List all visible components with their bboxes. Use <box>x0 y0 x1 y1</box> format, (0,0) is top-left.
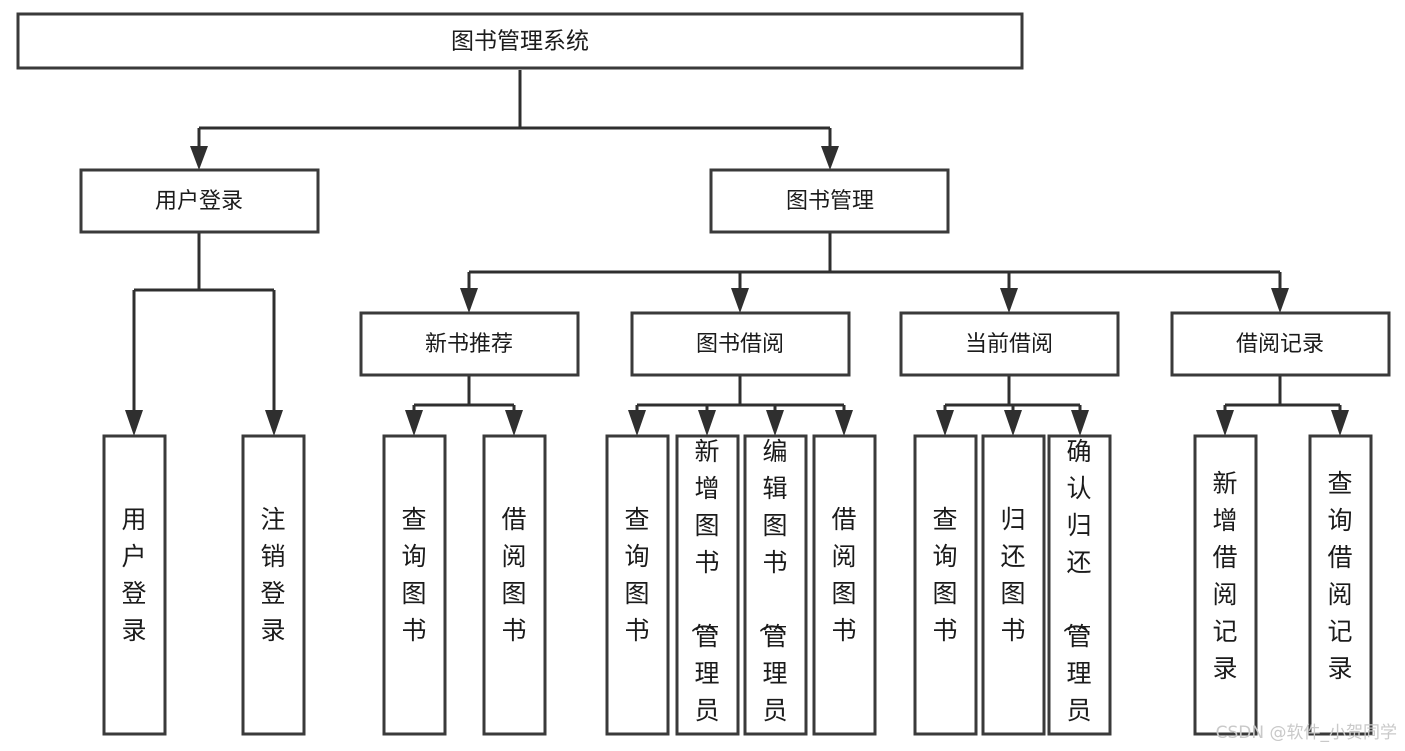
node-root-label: 图书管理系统 <box>451 29 589 55</box>
leaf-logout-label: 注销登录 <box>260 505 285 645</box>
node-current-borrow-box[interactable] <box>899 311 1120 377</box>
leaf-bb-add-book-label: 新增图书（管理员） <box>688 437 719 747</box>
node-user-login-label: 用户登录 <box>155 189 243 214</box>
edge-currentborrow-bus <box>943 375 1082 414</box>
leaf-nb-borrow-book-box[interactable] <box>482 434 547 736</box>
node-borrow-record-label: 借阅记录 <box>1236 332 1324 357</box>
arrow-to-book-borrow <box>731 288 749 313</box>
arrow-to-leaf-bb-edit <box>766 410 784 436</box>
leaf-cb-query-book[interactable]: 查询图书 <box>913 434 978 736</box>
node-book-manage-box[interactable] <box>709 168 950 234</box>
leaf-cb-return-book-label: 归还图书 <box>1000 505 1025 645</box>
node-current-borrow-label: 当前借阅 <box>965 332 1053 357</box>
arrow-to-book-manage <box>821 146 839 170</box>
leaf-br-add-record-label: 新增借阅记录 <box>1212 469 1237 683</box>
leaf-cb-confirm-return-label: 确认归还（管理员） <box>1060 437 1091 747</box>
edge-root-bus <box>197 70 832 152</box>
leaf-bb-edit-book[interactable]: 编辑图书（管理员） <box>743 434 808 747</box>
arrow-to-leaf-cb-confirm <box>1071 410 1089 436</box>
leaf-cb-confirm-return[interactable]: 确认归还（管理员） <box>1047 434 1112 747</box>
leaf-bb-edit-book-box[interactable] <box>743 434 808 736</box>
node-root-box[interactable] <box>16 12 1024 70</box>
node-new-book-recommend-label: 新书推荐 <box>425 332 513 357</box>
leaf-cb-confirm-return-box[interactable] <box>1047 434 1112 736</box>
leaf-br-query-record[interactable]: 查询借阅记录 <box>1308 434 1373 736</box>
arrow-to-leaf-cb-query <box>936 410 954 436</box>
arrow-to-new-book-recommend <box>460 288 478 313</box>
edge-newbook-bus <box>412 375 516 414</box>
arrow-to-leaf-user-login <box>125 410 143 436</box>
leaf-cb-return-book-box[interactable] <box>981 434 1046 736</box>
leaf-user-login-box[interactable] <box>102 434 167 736</box>
node-book-manage[interactable]: 图书管理 <box>709 168 950 234</box>
node-current-borrow[interactable]: 当前借阅 <box>899 311 1120 377</box>
leaf-cb-query-book-label: 查询图书 <box>932 505 957 645</box>
node-book-manage-label: 图书管理 <box>786 189 874 214</box>
arrow-to-leaf-br-query <box>1331 410 1349 436</box>
arrow-to-leaf-logout <box>265 410 283 436</box>
node-book-borrow-box[interactable] <box>630 311 851 377</box>
leaf-bb-query-book[interactable]: 查询图书 <box>605 434 670 736</box>
leaf-nb-query-book-box[interactable] <box>382 434 447 736</box>
leaf-logout-box[interactable] <box>241 434 306 736</box>
arrow-to-user-login <box>190 146 208 170</box>
arrow-to-leaf-cb-return <box>1004 410 1022 436</box>
edge-userlogin-bus <box>132 232 276 414</box>
node-user-login-box[interactable] <box>79 168 320 234</box>
node-user-login[interactable]: 用户登录 <box>79 168 320 234</box>
node-new-book-recommend[interactable]: 新书推荐 <box>359 311 580 377</box>
leaf-bb-borrow-book-label: 借阅图书 <box>831 505 856 645</box>
leaf-bb-borrow-book[interactable]: 借阅图书 <box>812 434 877 736</box>
arrow-to-leaf-nb-query <box>405 410 423 436</box>
leaf-nb-query-book-label: 查询图书 <box>401 505 426 645</box>
leaf-br-query-record-box[interactable] <box>1308 434 1373 736</box>
leaf-br-add-record-box[interactable] <box>1193 434 1258 736</box>
arrow-to-leaf-bb-add <box>698 410 716 436</box>
leaf-bb-add-book[interactable]: 新增图书（管理员） <box>675 434 740 747</box>
edge-bookmanage-bus <box>467 232 1282 290</box>
arrow-to-current-borrow <box>1000 288 1018 313</box>
leaf-nb-query-book[interactable]: 查询图书 <box>382 434 447 736</box>
node-borrow-record[interactable]: 借阅记录 <box>1170 311 1391 377</box>
leaf-br-query-record-label: 查询借阅记录 <box>1327 469 1352 683</box>
edge-borrowrecord-bus <box>1223 375 1342 414</box>
leaf-user-login[interactable]: 用户登录 <box>102 434 167 736</box>
arrow-to-borrow-record <box>1271 288 1289 313</box>
leaf-bb-query-book-box[interactable] <box>605 434 670 736</box>
leaf-bb-borrow-book-box[interactable] <box>812 434 877 736</box>
leaf-cb-return-book[interactable]: 归还图书 <box>981 434 1046 736</box>
edge-layer <box>125 70 1349 436</box>
leaf-nb-borrow-book-label: 借阅图书 <box>501 505 526 645</box>
leaf-nb-borrow-book[interactable]: 借阅图书 <box>482 434 547 736</box>
leaf-br-add-record[interactable]: 新增借阅记录 <box>1193 434 1258 736</box>
arrow-to-leaf-bb-query <box>628 410 646 436</box>
node-borrow-record-box[interactable] <box>1170 311 1391 377</box>
arrow-to-leaf-br-add <box>1216 410 1234 436</box>
edge-bookborrow-bus <box>635 375 846 414</box>
leaf-user-login-label: 用户登录 <box>121 505 146 645</box>
node-new-book-recommend-box[interactable] <box>359 311 580 377</box>
leaf-cb-query-book-box[interactable] <box>913 434 978 736</box>
leaf-bb-query-book-label: 查询图书 <box>624 505 649 645</box>
leaf-logout[interactable]: 注销登录 <box>241 434 306 736</box>
node-root[interactable]: 图书管理系统 <box>16 12 1024 70</box>
node-book-borrow[interactable]: 图书借阅 <box>630 311 851 377</box>
arrow-to-leaf-nb-borrow <box>505 410 523 436</box>
leaf-bb-edit-book-label: 编辑图书（管理员） <box>756 437 787 747</box>
arrow-to-leaf-bb-borrow <box>835 410 853 436</box>
leaf-bb-add-book-box[interactable] <box>675 434 740 736</box>
node-book-borrow-label: 图书借阅 <box>696 332 784 357</box>
